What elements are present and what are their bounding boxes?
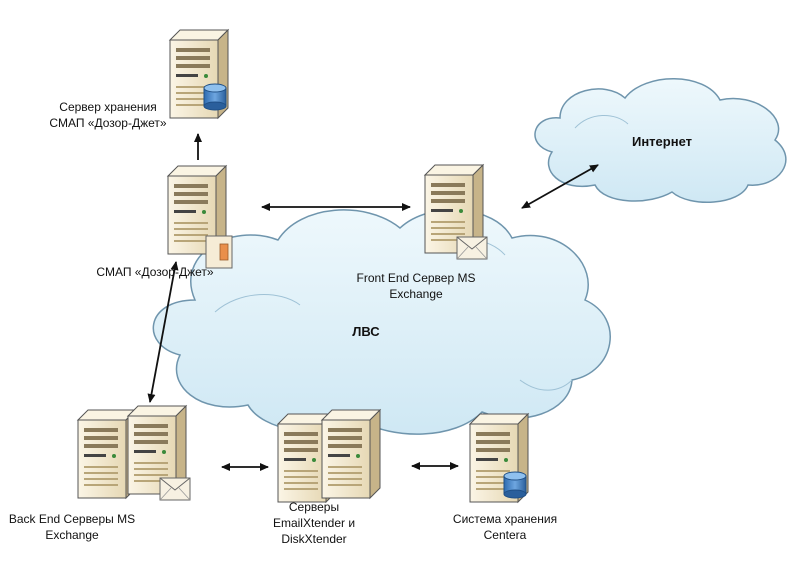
centera-storage xyxy=(469,413,529,503)
front-end-server xyxy=(424,164,488,260)
back-end-servers xyxy=(77,405,191,501)
filter-card-icon xyxy=(205,235,233,269)
front-end-label-line2: Exchange xyxy=(389,287,443,301)
centera-label-line2: Centera xyxy=(484,528,527,542)
xtender-label-line1: Серверы xyxy=(289,500,339,514)
xtender-label-line2: EmailXtender и xyxy=(273,516,355,530)
back-end-label-line2: Exchange xyxy=(45,528,99,542)
database-icon xyxy=(503,471,527,499)
envelope-icon xyxy=(456,236,488,260)
server-icon xyxy=(77,409,137,499)
smap-label: СМАП «Дозор-Джет» xyxy=(96,265,213,279)
centera-label-line1: Система хранения xyxy=(453,512,557,526)
arrow-frontend-internet xyxy=(521,164,599,209)
storage-server-label-line1: Сервер хранения xyxy=(59,100,156,114)
lan-label: ЛВС xyxy=(352,324,380,339)
xtender-servers xyxy=(277,409,381,503)
storage-server xyxy=(169,29,229,119)
storage-server-label-line2: СМАП «Дозор-Джет» xyxy=(49,116,166,130)
smap-server xyxy=(167,165,233,269)
internet-label: Интернет xyxy=(632,134,692,149)
server-icon xyxy=(321,409,381,499)
database-icon xyxy=(203,83,227,111)
envelope-icon xyxy=(159,477,191,501)
xtender-label-line3: DiskXtender xyxy=(281,532,346,546)
arrow-smap-backend xyxy=(147,261,179,403)
back-end-label-line1: Back End Серверы MS xyxy=(9,512,135,526)
front-end-label-line1: Front End Сервер MS xyxy=(357,271,476,285)
